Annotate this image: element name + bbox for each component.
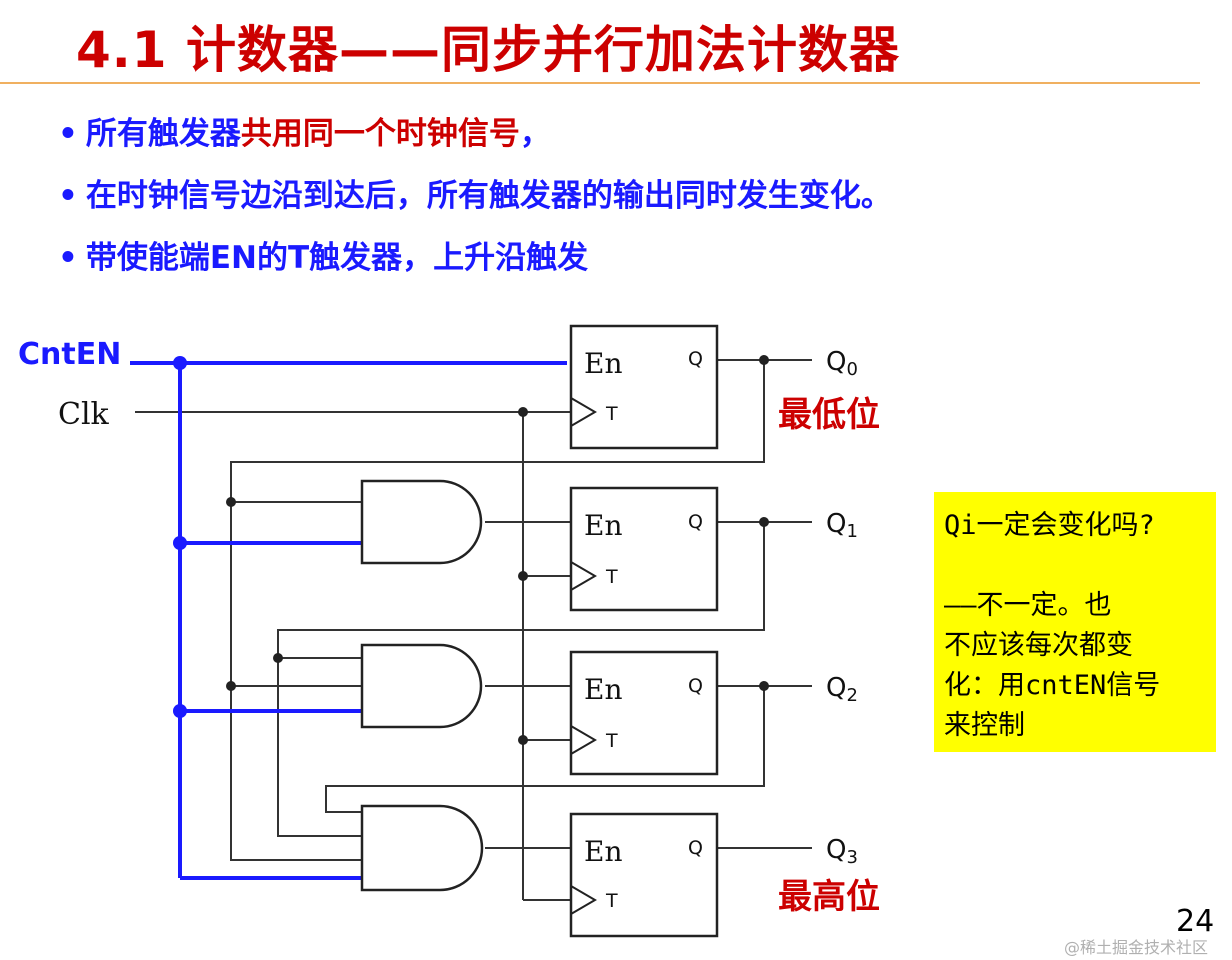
bullet-text: 所有触发器 <box>85 116 241 152</box>
bullet-item: •在时钟信号边沿到达后，所有触发器的输出同时发生变化。 <box>58 174 892 236</box>
t-flip-flop-2 <box>569 650 719 776</box>
msb-annotation: 最高位 <box>778 877 880 917</box>
q2-output-label: Q2 <box>826 673 858 706</box>
bullet-dot-icon: • <box>58 178 78 214</box>
q0-taps <box>231 501 365 687</box>
watermark: @稀土掘金技术社区 <box>1064 938 1209 957</box>
bullet-text: ， <box>519 116 551 152</box>
q3-output-label: Q3 <box>826 835 858 868</box>
bullet-dot-icon: • <box>58 240 78 276</box>
ff2-en-label: En <box>584 673 622 706</box>
clk-input-label: Clk <box>58 397 110 432</box>
q2-feedback <box>325 686 765 813</box>
q0-feedback <box>230 360 765 861</box>
note-answer-line: 来控制 <box>944 710 1025 741</box>
ff1-t-label: T <box>605 566 618 588</box>
ff0-en-label: En <box>584 347 622 380</box>
ff1-en-label: En <box>584 509 622 542</box>
ff1-q-label: Q <box>688 511 703 533</box>
and-gates <box>360 479 484 892</box>
note-answer-line: 不应该每次都变 <box>944 630 1133 661</box>
flip-flops: En T Q En T Q En T Q En T Q <box>569 324 719 938</box>
and-gate-1 <box>360 479 483 565</box>
ff2-q-label: Q <box>688 675 703 697</box>
note-gap <box>944 546 1206 586</box>
bullet-highlight: 共用同一个时钟信号 <box>240 116 520 152</box>
bullet-item: •所有触发器共用同一个时钟信号， <box>58 112 892 174</box>
note-question: Qi一定会变化吗? <box>944 510 1155 541</box>
note-answer-line: 化：用cntEN信号 <box>944 670 1161 701</box>
clk-branches <box>523 575 573 901</box>
q1-feedback <box>277 522 765 837</box>
lsb-annotation: 最低位 <box>778 395 880 435</box>
ff3-q-label: Q <box>688 837 703 859</box>
bullet-list: •所有触发器共用同一个时钟信号， •在时钟信号边沿到达后，所有触发器的输出同时发… <box>58 112 892 298</box>
wire-junctions <box>226 355 769 745</box>
and-to-en-wires <box>485 521 573 849</box>
title-divider <box>0 82 1200 84</box>
question-note-box: Qi一定会变化吗? ——不一定。也 不应该每次都变 化：用cntEN信号 来控制 <box>934 492 1216 752</box>
output-labels: Q0 Q1 Q2 Q3 <box>826 347 858 868</box>
ff3-en-label: En <box>584 835 622 868</box>
t-flip-flop-1 <box>569 486 719 612</box>
q0-output-label: Q0 <box>826 347 858 380</box>
page-title: 4.1 计数器——同步并行加法计数器 <box>76 21 900 79</box>
ff3-t-label: T <box>605 890 618 912</box>
and-gate-2 <box>360 643 483 729</box>
cnten-input-label: CntEN <box>18 337 121 372</box>
t-flip-flop-0 <box>569 324 719 450</box>
note-answer-line: ——不一定。也 <box>944 590 1112 621</box>
ff0-t-label: T <box>605 403 618 425</box>
page-number: 24 <box>1176 904 1215 939</box>
ff0-q-label: Q <box>688 348 703 370</box>
signal-wires <box>135 359 812 901</box>
cnten-wires <box>130 361 567 880</box>
t-flip-flop-3 <box>569 812 719 938</box>
bullet-dot-icon: • <box>58 116 78 152</box>
q1-output-label: Q1 <box>826 509 858 542</box>
cnten-junctions <box>173 356 187 718</box>
bullet-item: •带使能端EN的T触发器，上升沿触发 <box>58 236 892 298</box>
cnten-branches <box>180 541 365 880</box>
bullet-text: 带使能端EN的T触发器，上升沿触发 <box>85 240 589 276</box>
and-gate-3 <box>360 804 484 892</box>
clock-triangle-icons <box>570 397 597 915</box>
bullet-text: 在时钟信号边沿到达后，所有触发器的输出同时发生变化。 <box>85 178 892 214</box>
ff2-t-label: T <box>605 730 618 752</box>
